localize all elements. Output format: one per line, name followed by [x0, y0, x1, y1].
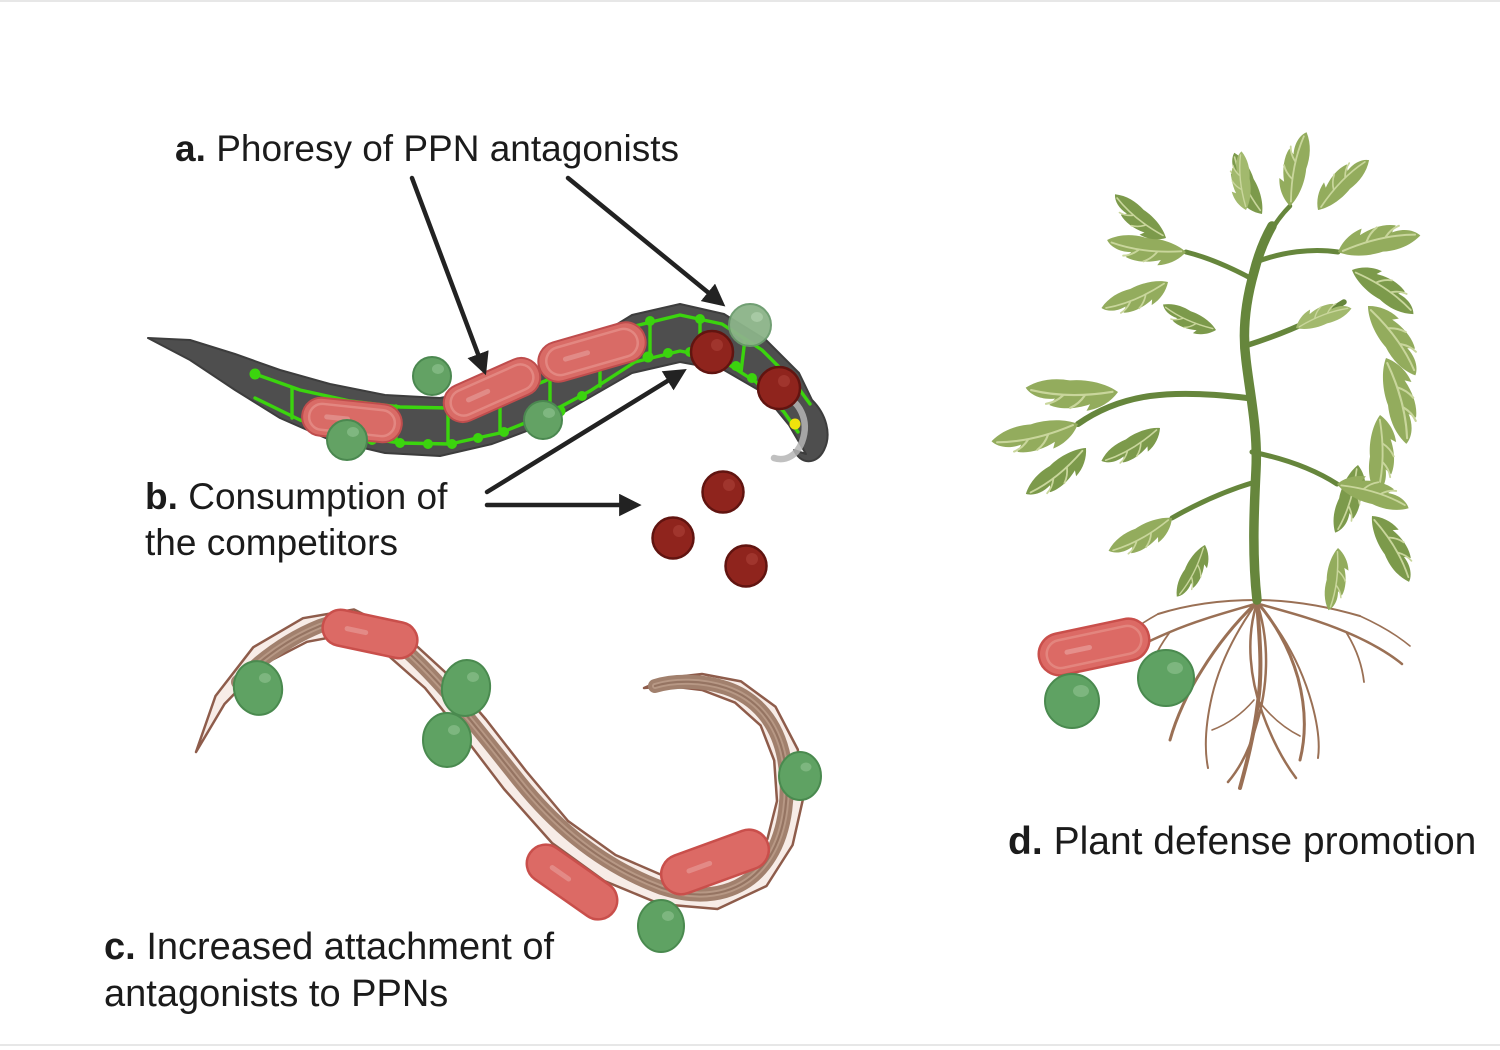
attached-rods-on-ppn: [321, 608, 771, 921]
label-c-line2: antagonists to PPNs: [104, 973, 449, 1015]
label-d-text: Plant defense promotion: [1053, 820, 1477, 863]
label-c-letter: c.: [104, 926, 136, 968]
microbes-at-roots: [1037, 617, 1195, 729]
label-b-line1: Consumption of: [188, 476, 448, 517]
label-b: b.Consumption of the competitors: [145, 474, 447, 566]
arrow-a-to-sphere: [565, 175, 726, 307]
ppn-nematode-illustration: [194, 608, 822, 953]
yellow-dot: [789, 418, 801, 430]
top-border-line: [0, 0, 1500, 2]
label-a-letter: a.: [175, 128, 206, 169]
label-a: a.Phoresy of PPN antagonists: [175, 126, 679, 172]
plant-leaves: [988, 127, 1432, 614]
label-d-letter: d.: [1008, 820, 1043, 863]
label-b-letter: b.: [145, 476, 178, 517]
annotation-arrows: [409, 175, 726, 517]
label-b-line2: the competitors: [145, 522, 398, 563]
arrow-b-to-nematode: [484, 369, 687, 495]
label-c-line1: Increased attachment of: [146, 926, 555, 968]
tomato-plant-illustration: [988, 127, 1432, 790]
released-competitor-spheres: [651, 470, 768, 588]
label-a-text: Phoresy of PPN antagonists: [216, 128, 679, 169]
gray-nematode-illustration: [147, 303, 829, 463]
ingested-competitor-spheres: [689, 329, 802, 411]
antagonist-spheres-on-nematode: [326, 303, 772, 461]
label-d: d.Plant defense promotion: [1008, 818, 1476, 866]
arrow-a-to-rod: [409, 175, 489, 376]
attached-antagonists-on-ppn: [232, 659, 822, 953]
bottom-border-line: [0, 1044, 1500, 1046]
label-c: c.Increased attachment of antagonists to …: [104, 924, 554, 1018]
plant-stem: [1075, 203, 1347, 605]
